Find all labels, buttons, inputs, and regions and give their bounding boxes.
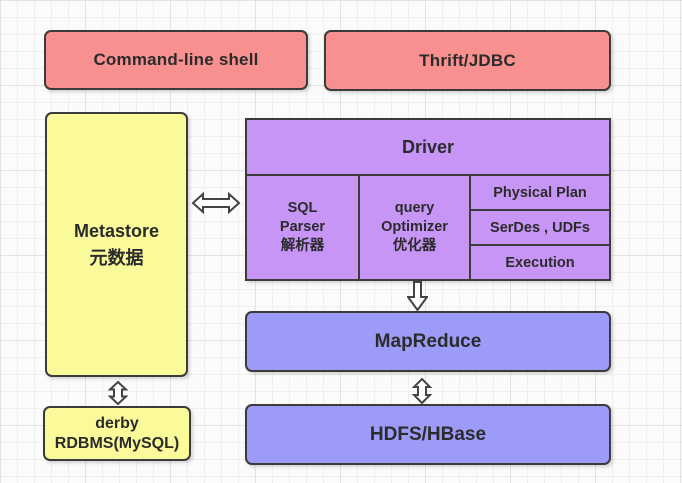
node-sublabel: 优化器 bbox=[392, 237, 437, 254]
double-arrow-horizontal-icon bbox=[192, 191, 240, 215]
node-query-optimizer[interactable]: query Optimizer 优化器 bbox=[360, 176, 471, 279]
node-label: Physical Plan bbox=[493, 184, 587, 201]
node-metastore[interactable]: Metastore 元数据 bbox=[45, 112, 188, 377]
node-label: derby bbox=[95, 414, 139, 432]
mapreduce-hdfs-arrow[interactable] bbox=[412, 378, 432, 404]
node-execution[interactable]: Execution bbox=[471, 244, 609, 279]
node-label: Metastore bbox=[73, 221, 160, 242]
node-label: RDBMS(MySQL) bbox=[54, 434, 180, 452]
node-serdes-udfs[interactable]: SerDes , UDFs bbox=[471, 209, 609, 244]
node-mapreduce[interactable]: MapReduce bbox=[245, 311, 611, 372]
double-arrow-vertical-icon bbox=[108, 381, 128, 405]
node-label: MapReduce bbox=[374, 330, 482, 352]
node-derby-rdbms[interactable]: derby RDBMS(MySQL) bbox=[43, 406, 191, 461]
driver-mapreduce-arrow[interactable] bbox=[407, 281, 428, 311]
node-command-line-shell[interactable]: Command-line shell bbox=[44, 30, 308, 90]
arrow-down-icon bbox=[407, 281, 428, 311]
node-label: Execution bbox=[505, 254, 575, 271]
node-label: SQL bbox=[287, 200, 318, 217]
node-label: Driver bbox=[401, 136, 455, 157]
node-sql-parser[interactable]: SQL Parser 解析器 bbox=[247, 176, 360, 279]
node-label: Thrift/JDBC bbox=[419, 50, 516, 70]
node-label: SerDes , UDFs bbox=[490, 219, 590, 236]
driver-title: Driver bbox=[247, 120, 609, 176]
node-thrift-jdbc[interactable]: Thrift/JDBC bbox=[324, 30, 611, 91]
node-label: HDFS/HBase bbox=[369, 423, 487, 445]
metastore-derby-arrow[interactable] bbox=[108, 381, 128, 405]
node-label: query bbox=[394, 200, 435, 217]
double-arrow-vertical-icon bbox=[412, 378, 432, 404]
node-label: Command-line shell bbox=[93, 50, 259, 69]
metastore-driver-arrow[interactable] bbox=[192, 191, 240, 215]
node-sublabel: 元数据 bbox=[89, 247, 144, 268]
node-label: Parser bbox=[279, 219, 326, 236]
node-hdfs-hbase[interactable]: HDFS/HBase bbox=[245, 404, 611, 465]
node-label: Optimizer bbox=[381, 219, 448, 236]
node-sublabel: 解析器 bbox=[280, 237, 325, 254]
node-physical-plan[interactable]: Physical Plan bbox=[471, 176, 609, 209]
node-driver[interactable]: Driver SQL Parser 解析器 query Optimizer 优化… bbox=[245, 118, 611, 281]
